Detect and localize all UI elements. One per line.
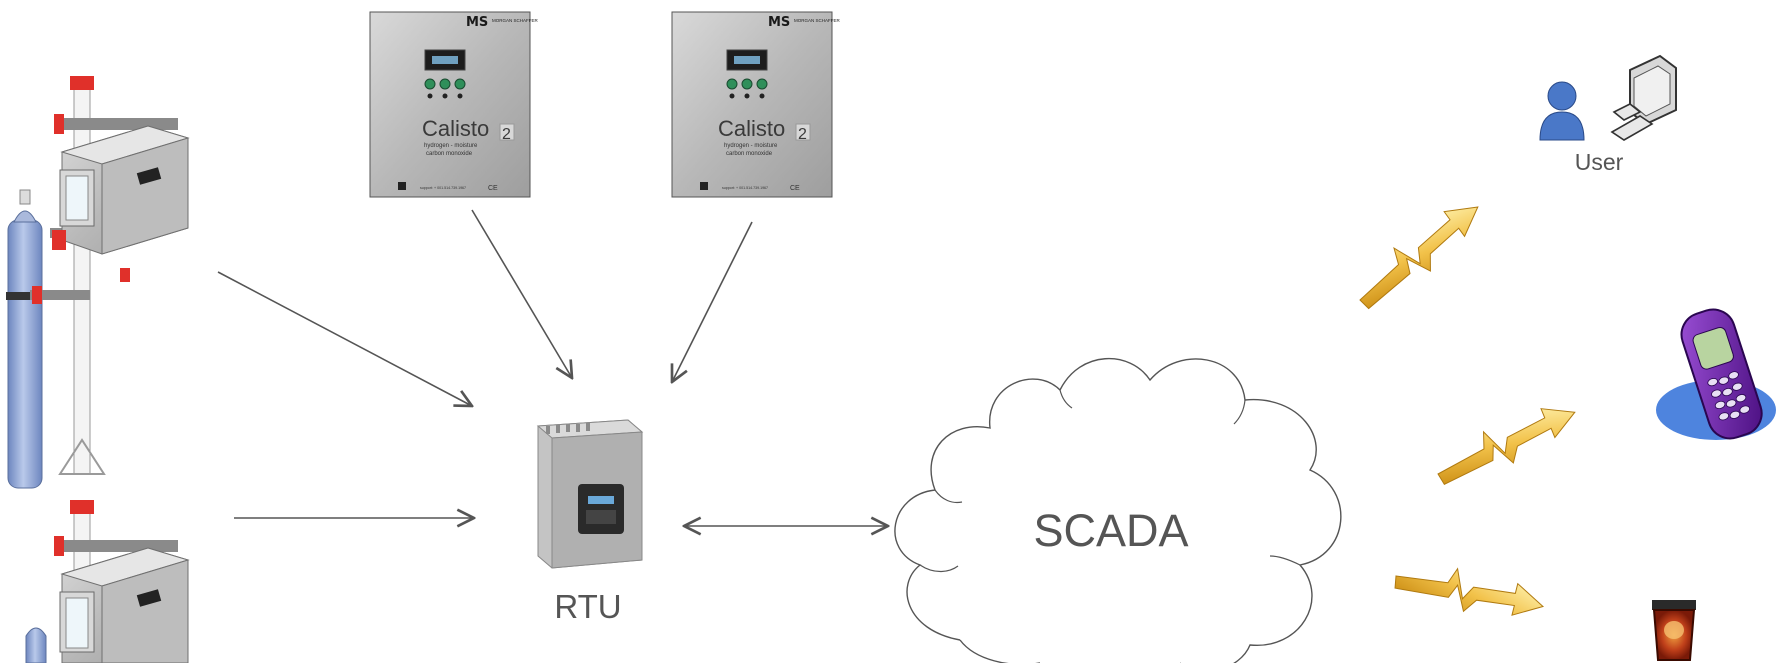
rtu-device: RTU [536, 419, 644, 625]
product-name: Calisto [718, 116, 785, 141]
user-node: User [1539, 54, 1677, 175]
wireless-link-user [1359, 206, 1479, 310]
button-row [726, 78, 768, 90]
scada-cloud-icon [894, 358, 1342, 663]
scada-cloud: SCADA [894, 358, 1342, 663]
maker-name: MORGAN SCHAFFER [794, 18, 841, 23]
brand-logo: MS [768, 15, 790, 30]
product-desc-1: hydrogen - moisture [724, 143, 778, 149]
user-label: User [1575, 149, 1624, 175]
product-name: Calisto [422, 116, 489, 141]
product-desc-1: hydrogen - moisture [424, 143, 478, 149]
scada-label: SCADA [1033, 505, 1188, 556]
maker-name: MORGAN SCHAFFER [492, 18, 539, 23]
wireless-link-icon [1359, 206, 1479, 310]
wireless-link-alarm [1394, 567, 1545, 616]
calisto-monitor-icon [369, 11, 531, 198]
gas-cylinder [6, 189, 44, 489]
wireless-link-icon [1394, 567, 1545, 616]
pole [73, 81, 91, 475]
rtu-drive-icon [536, 419, 644, 569]
ce-mark: CE [790, 185, 800, 192]
product-suffix: 2 [798, 126, 807, 143]
support-text: support: + 001.514.739.1967 [722, 186, 768, 190]
sensor-station-top [6, 76, 190, 489]
calisto-monitor-icon [671, 11, 833, 198]
mobile-phone-icon [1680, 308, 1763, 440]
rtu-label: RTU [554, 588, 621, 625]
arrow-calisto1-to-rtu [471, 209, 572, 378]
arrow-sensor-top-to-rtu [217, 271, 472, 406]
product-desc-2: carbon monoxide [426, 151, 473, 157]
product-desc-2: carbon monoxide [726, 151, 773, 157]
support-text: support: + 001.514.739.1967 [420, 186, 466, 190]
sensor-cabinet [59, 125, 190, 255]
calisto-unit-1: MS MORGAN SCHAFFER Calisto 2 hydrogen - … [369, 11, 539, 198]
arrow-calisto2-to-rtu [672, 221, 753, 382]
alarm-beacon-node [1652, 600, 1696, 661]
user-computer-icon [1539, 54, 1677, 141]
product-suffix: 2 [502, 126, 511, 143]
alarm-beacon-icon [1652, 600, 1696, 661]
calisto-unit-2: MS MORGAN SCHAFFER Calisto 2 hydrogen - … [671, 11, 841, 198]
ce-mark: CE [488, 185, 498, 192]
mobile-phone-node [1656, 308, 1776, 440]
brand-logo: MS [466, 15, 488, 30]
wireless-link-icon [1437, 408, 1576, 486]
connector-arrows [217, 209, 888, 526]
button-row [424, 78, 466, 90]
sensor-station-bottom [25, 500, 190, 663]
wireless-link-phone [1437, 408, 1576, 486]
